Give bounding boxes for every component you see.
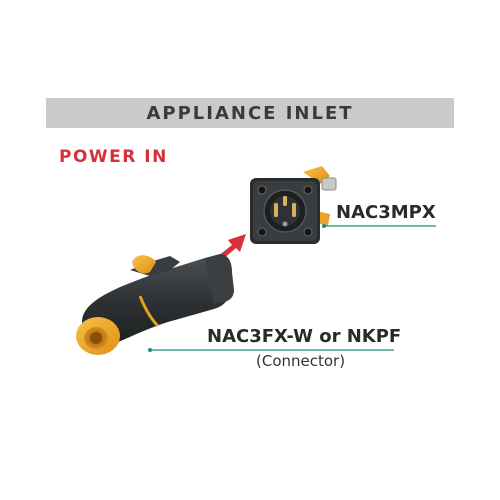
cable-connector-image: [76, 254, 234, 355]
connector-caption: (Connector): [256, 352, 346, 370]
connector-model-label: NAC3FX-W or NKPF: [207, 326, 402, 347]
leader-lines: [148, 224, 436, 352]
section-title: POWER IN: [59, 147, 168, 167]
inlet-model-label: NAC3MPX: [336, 202, 436, 223]
banner-title: APPLIANCE INLET: [146, 102, 354, 124]
section-banner: APPLIANCE INLET: [46, 98, 454, 128]
appliance-inlet-image: [250, 166, 337, 244]
